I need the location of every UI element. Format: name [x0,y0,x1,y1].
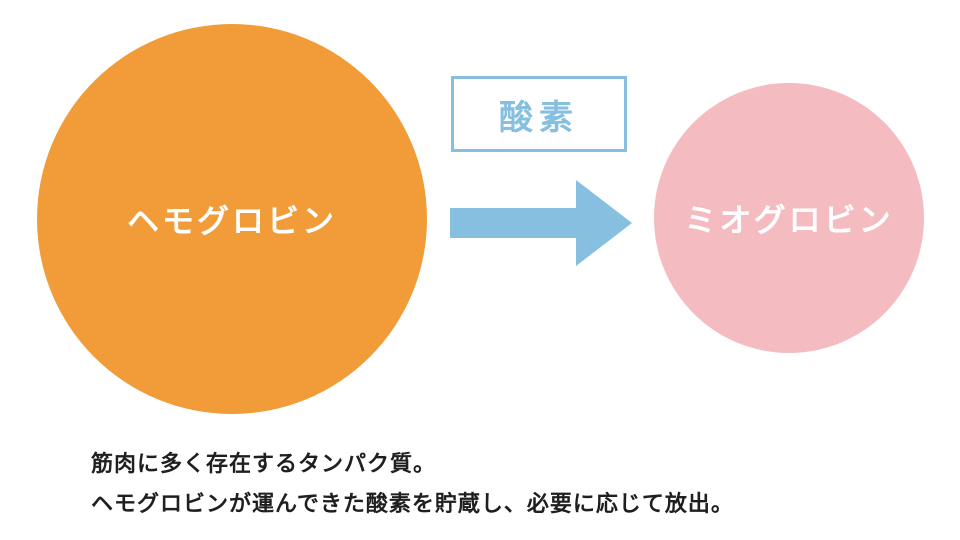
right-arrow-icon [450,180,632,266]
hemoglobin-circle: ヘモグロビン [37,24,427,414]
caption-line-2: ヘモグロビンが運んできた酸素を貯蔵し、必要に応じて放出。 [91,492,734,517]
oxygen-label: 酸素 [499,97,579,138]
oxygen-box: 酸素 [451,76,627,152]
hemoglobin-label: ヘモグロビン [126,202,337,240]
arrow-shape [450,180,632,266]
myoglobin-circle: ミオグロビン [654,83,924,353]
caption: 筋肉に多く存在するタンパク質。 ヘモグロビンが運んできた酸素を貯蔵し、必要に応じ… [91,445,931,525]
caption-line-1: 筋肉に多く存在するタンパク質。 [91,452,437,477]
myoglobin-label: ミオグロビン [684,201,894,239]
